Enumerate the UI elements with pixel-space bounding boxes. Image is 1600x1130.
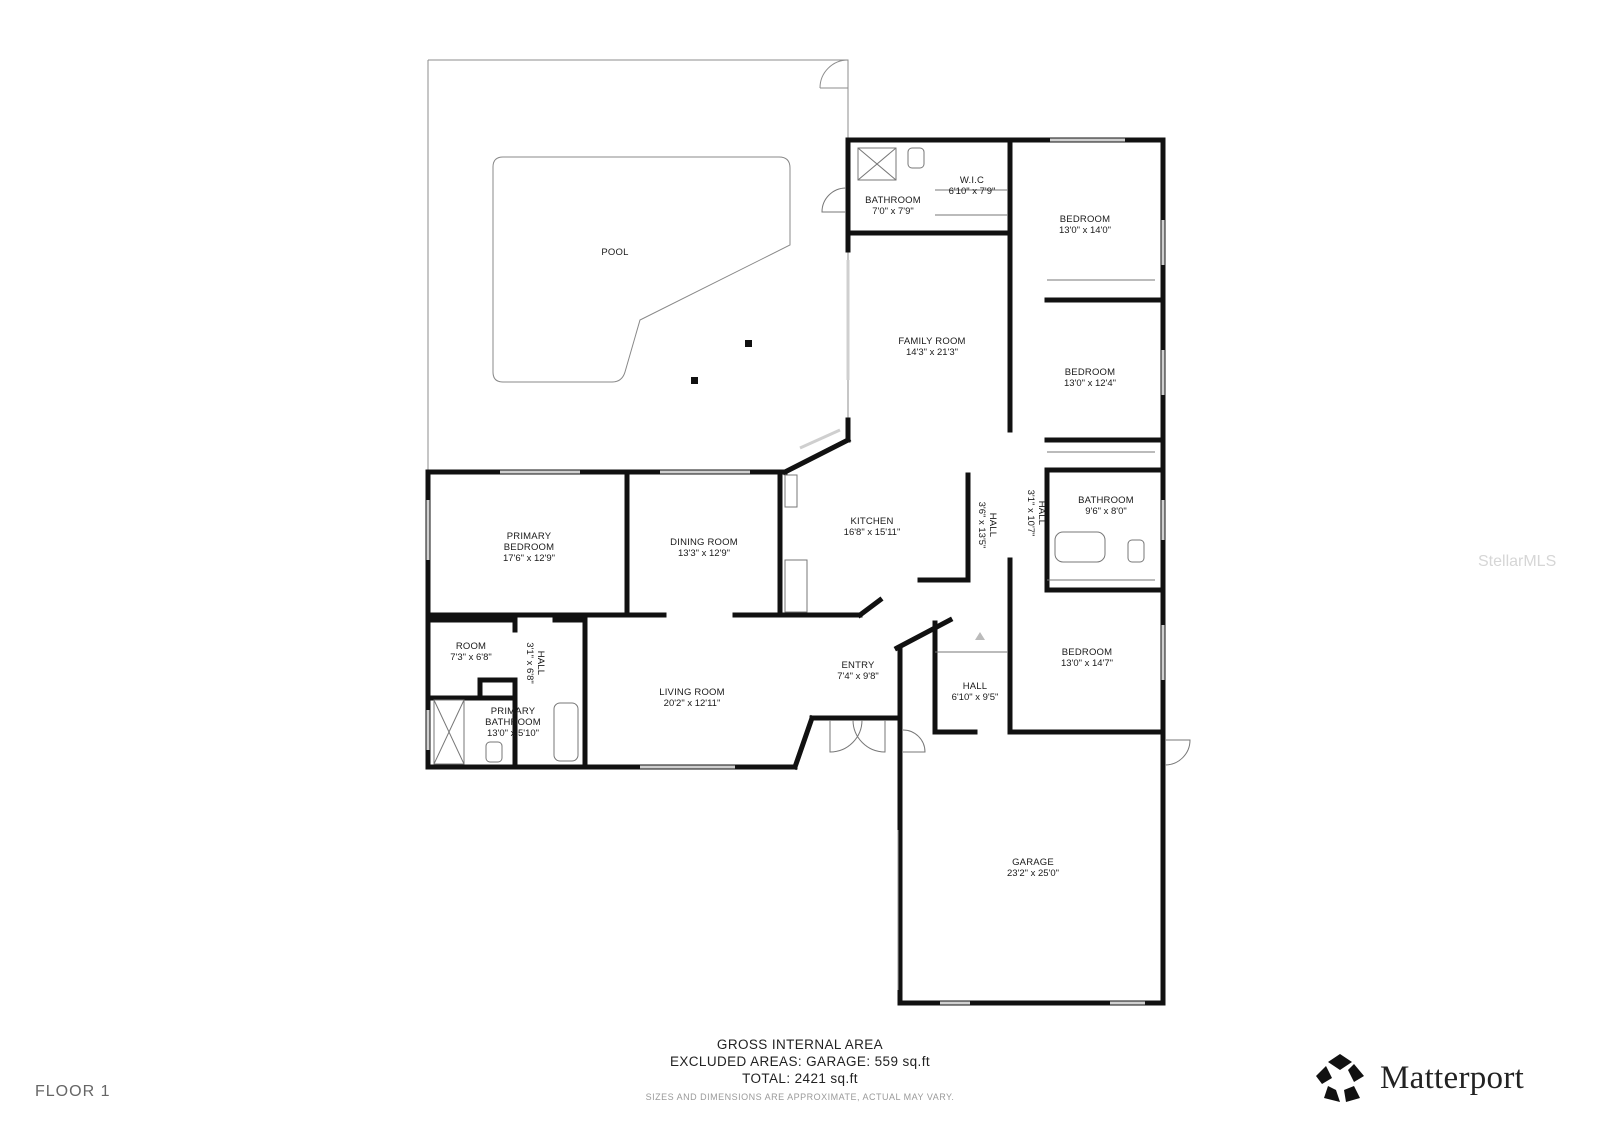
wic-dim: 6'10" x 7'9" [949, 186, 996, 197]
bathroom-mid-dim: 9'6" x 8'0" [1085, 506, 1127, 517]
dining-room-label: DINING ROOM [670, 537, 738, 548]
fixtures [433, 147, 1191, 990]
dining-room-dim: 13'3" x 12'9" [678, 548, 730, 559]
garage-label: GARAGE [1012, 857, 1054, 868]
bathroom-mid-label: BATHROOM [1078, 495, 1134, 506]
bedroom-2-label: BEDROOM [1065, 367, 1116, 378]
wic-label: W.I.C [960, 175, 984, 186]
hall-kitchen-label: HALL [987, 513, 998, 538]
entry-label: ENTRY [841, 660, 874, 671]
bedroom-2-dim: 13'0" x 12'4" [1064, 378, 1116, 389]
kitchen-dim: 16'8" x 15'11" [844, 527, 901, 538]
hall-entry-label: HALL [963, 681, 988, 692]
hall-right-label: HALL [1036, 501, 1047, 526]
hall-left-label: HALL [535, 651, 546, 676]
bathroom-top-dim: 7'0" x 7'9" [872, 206, 914, 217]
room-labels: POOL BATHROOM 7'0" x 7'9" W.I.C 6'10" x … [450, 175, 1134, 879]
primary-bathroom-label-2: BATHROOM [485, 717, 541, 728]
hall-entry-dim: 6'10" x 9'5" [952, 692, 999, 703]
pool-post-icon [745, 340, 752, 347]
pool-post-icon [691, 377, 698, 384]
hall-left-dim: 3'1" x 6'8" [524, 642, 535, 684]
matterport-logo-icon [1316, 1054, 1364, 1102]
hall-kitchen-dim: 3'6" x 13'5" [976, 502, 987, 549]
bedroom-3-label: BEDROOM [1062, 647, 1113, 658]
watermark: StellarMLS [1478, 553, 1557, 570]
bedroom-1-label: BEDROOM [1060, 214, 1111, 225]
family-room-dim: 14'3" x 21'3" [906, 347, 958, 358]
primary-bathroom-label-1: PRIMARY [491, 706, 536, 717]
room-label: ROOM [456, 641, 486, 652]
primary-bedroom-dim: 17'6" x 12'9" [503, 553, 555, 564]
hall-right-dim: 3'1" x 10'7" [1025, 490, 1036, 537]
total-area: TOTAL: 2421 sq.ft [742, 1071, 858, 1086]
pool-enclosure [427, 59, 849, 472]
primary-bedroom-label-1: PRIMARY [507, 531, 552, 542]
pool-label: POOL [601, 247, 628, 258]
disclaimer-note: SIZES AND DIMENSIONS ARE APPROXIMATE, AC… [645, 1092, 955, 1102]
gross-area-title: GROSS INTERNAL AREA [716, 1037, 884, 1052]
bathroom-top-label: BATHROOM [865, 195, 921, 206]
bedroom-3-dim: 13'0" x 14'7" [1061, 658, 1113, 669]
family-room-label: FAMILY ROOM [898, 336, 965, 347]
primary-bathroom-dim: 13'0" x 5'10" [487, 728, 539, 739]
living-room-dim: 20'2" x 12'11" [664, 698, 721, 709]
brand-name: Matterport [1380, 1059, 1525, 1096]
primary-bedroom-label-2: BEDROOM [504, 542, 555, 553]
entry-dim: 7'4" x 9'8" [837, 671, 879, 682]
garage-dim: 23'2" x 25'0" [1007, 868, 1059, 879]
brand-logo: Matterport [1314, 1052, 1524, 1104]
room-dim: 7'3" x 6'8" [450, 652, 492, 663]
floor-label: FLOOR 1 [35, 1083, 111, 1100]
living-room-label: LIVING ROOM [659, 687, 725, 698]
walls [425, 137, 1166, 1006]
pool-shape [492, 156, 791, 383]
excluded-areas: EXCLUDED AREAS: GARAGE: 559 sq.ft [669, 1054, 931, 1069]
kitchen-label: KITCHEN [850, 516, 893, 527]
bedroom-1-dim: 13'0" x 14'0" [1059, 225, 1111, 236]
windows [426, 138, 1165, 1005]
